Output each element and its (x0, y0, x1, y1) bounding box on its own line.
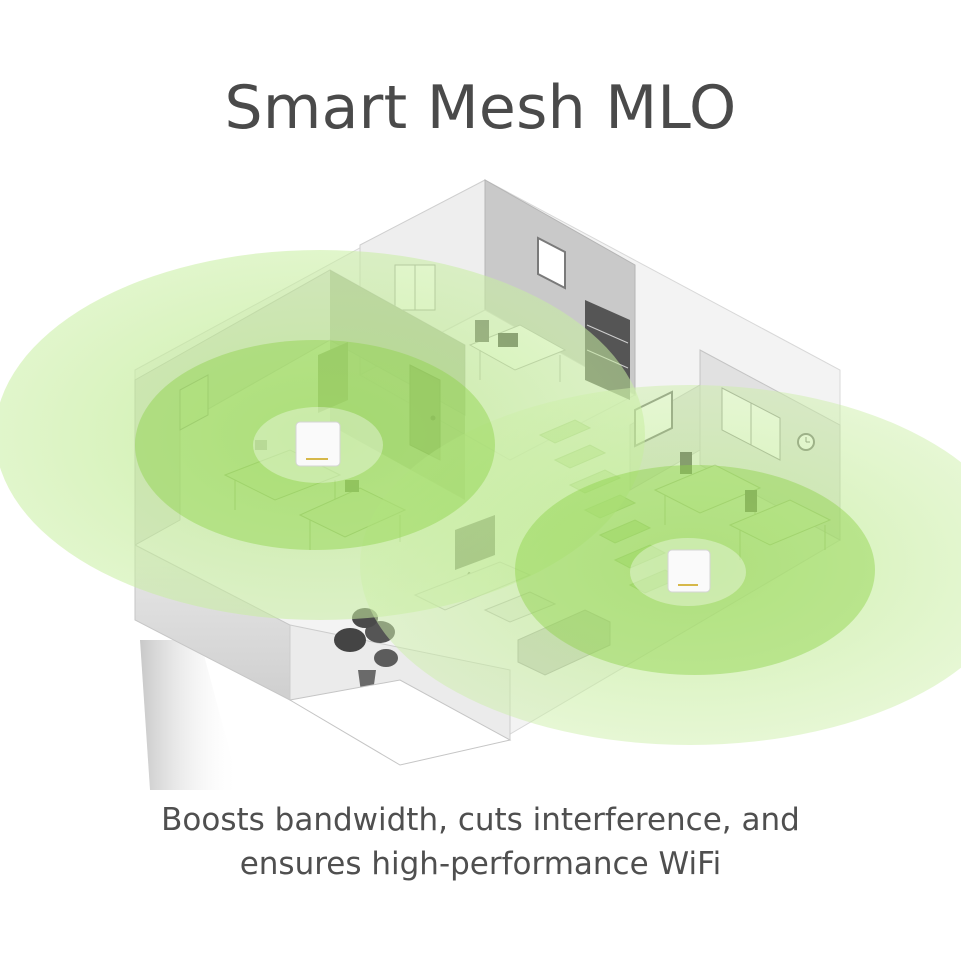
router-icon (667, 549, 711, 593)
router-icon (295, 421, 341, 467)
coverage-zone-right-outer (360, 385, 961, 745)
caption-line-2: ensures high-performance WiFi (239, 846, 722, 882)
frame-icon (537, 236, 566, 290)
caption-line-1: Boosts bandwidth, cuts interference, and (161, 802, 800, 838)
mesh-house-illustration (0, 179, 961, 790)
entry-path (288, 679, 512, 766)
page-title: Smart Mesh MLO (224, 73, 737, 143)
ground-shadow (140, 640, 240, 790)
caption: Boosts bandwidth, cuts interference, and… (0, 798, 961, 886)
